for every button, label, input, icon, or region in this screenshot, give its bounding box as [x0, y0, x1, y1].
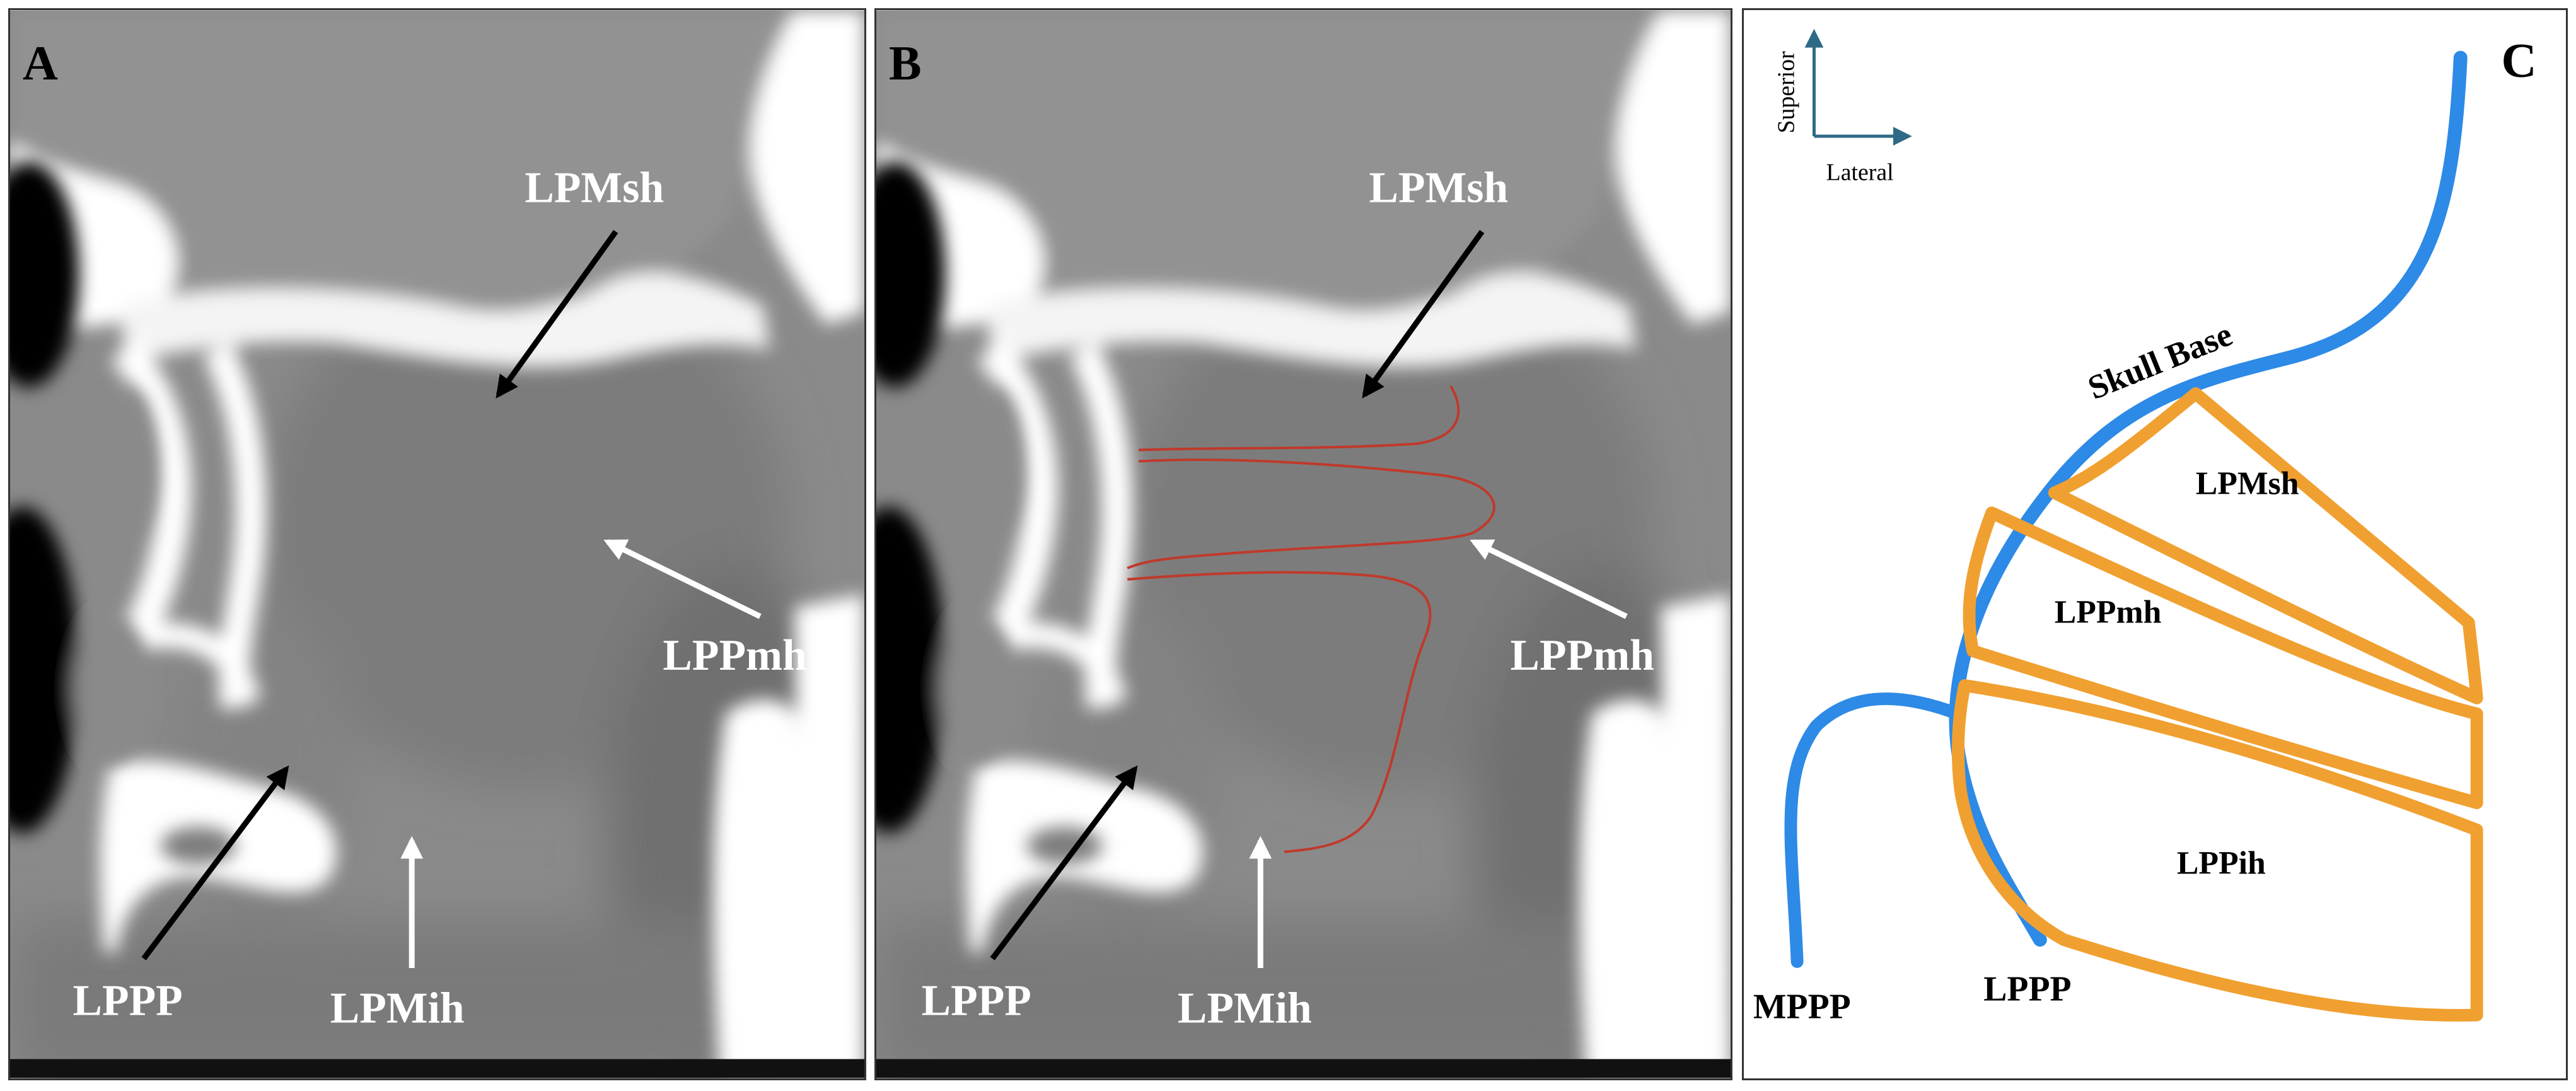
axis-superior-label: Superior	[1773, 51, 1800, 134]
label-mandible: Mandible	[776, 843, 823, 1018]
lppmh-shape	[1963, 506, 2483, 810]
lppih-shape	[1951, 679, 2483, 1022]
label-lpmsh: LPMsh	[525, 163, 664, 212]
label-lppp: LPPP	[73, 977, 183, 1025]
arrow-lppmh	[603, 539, 762, 619]
lpmsh-shape	[2048, 387, 2483, 704]
arrow-lppmh	[1470, 539, 1628, 619]
schematic-diagram: Superior Lateral C Skull Base LPMsh LPPm…	[1753, 28, 2537, 1027]
label-lpmsh: LPMsh	[1369, 163, 1509, 212]
outline-superior-head	[1139, 385, 1460, 452]
axis-lateral-label: Lateral	[1826, 160, 1894, 186]
panel-letter: B	[889, 36, 922, 90]
ct-image-b: B LPMsh LPPmh LPPP LPMih Mandible	[876, 10, 1731, 1078]
label-lppp: LPPP	[1983, 970, 2071, 1009]
label-lpmsh: LPMsh	[2196, 465, 2299, 501]
label-lppp: LPPP	[922, 977, 1031, 1025]
arrow-lpmsh	[1362, 230, 1485, 399]
orientation-axes: Superior Lateral	[1773, 28, 1912, 186]
label-lppmh: LPPmh	[2055, 594, 2162, 630]
label-lppmh: LPPmh	[663, 631, 806, 680]
mppp-line	[1784, 692, 1964, 968]
label-lppih: LPPih	[2177, 846, 2266, 882]
ct-image-a: A LPMsh LPPmh LPPP LPMih Mandible	[10, 10, 864, 1078]
outline-middle-head	[1127, 458, 1495, 569]
lppp-skull-base-line	[1949, 50, 2468, 947]
panel-b: B LPMsh LPPmh LPPP LPMih Mandible	[874, 8, 1732, 1080]
label-mppp: MPPP	[1753, 988, 1851, 1027]
label-mandible: Mandible	[1627, 843, 1674, 1018]
label-lppmh: LPPmh	[1511, 631, 1654, 680]
arrow-lppp	[990, 765, 1138, 960]
panel-c: Superior Lateral C Skull Base LPMsh LPPm…	[1742, 8, 2568, 1080]
panel-letter: C	[2501, 33, 2536, 87]
arrow-lppp	[141, 765, 289, 960]
label-lpmih: LPMih	[330, 984, 465, 1033]
arrow-lpmsh	[496, 230, 618, 399]
outline-inferior-head	[1127, 571, 1432, 853]
label-lpmih: LPMih	[1178, 984, 1312, 1033]
panel-a: A LPMsh LPPmh LPPP LPMih Mandible	[8, 8, 866, 1080]
panel-letter: A	[23, 36, 58, 90]
